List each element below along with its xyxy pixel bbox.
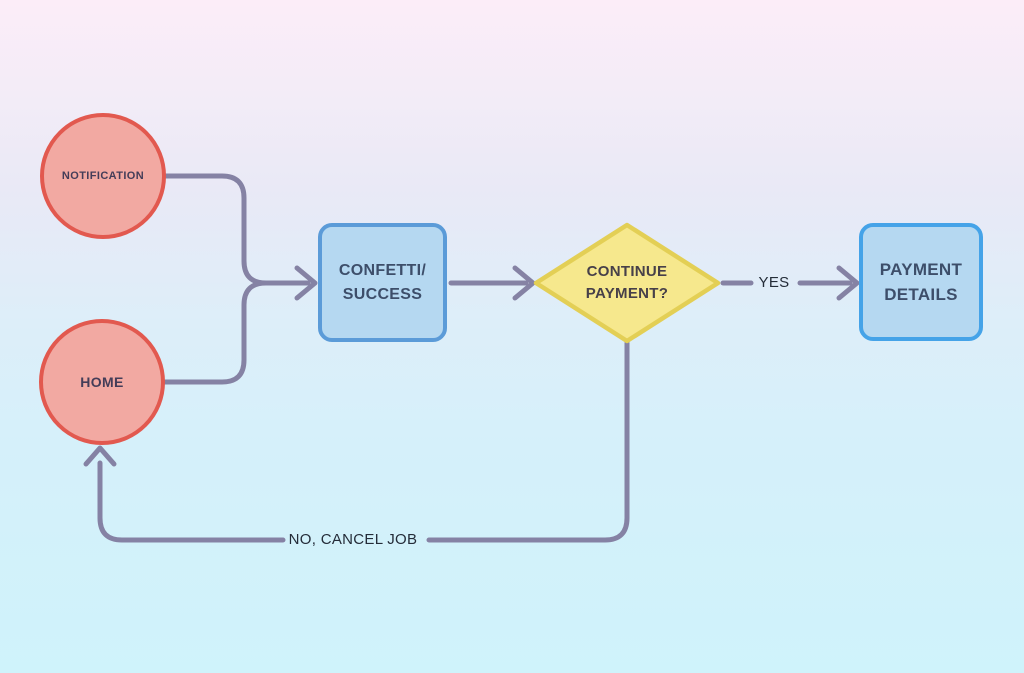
- edge-no-segment-right: [426, 340, 630, 543]
- node-home: HOME: [39, 319, 165, 445]
- arrowhead-into-confetti: [294, 265, 318, 301]
- node-confetti-success-label: CONFETTI/ SUCCESS: [338, 261, 427, 303]
- node-payment-details-label: PAYMENT DETAILS: [879, 260, 963, 304]
- node-confetti-success: CONFETTI/ SUCCESS: [318, 223, 447, 342]
- edge-label-no-cancel-job: NO, CANCEL JOB: [288, 531, 418, 548]
- edge-label-yes: YES: [758, 274, 790, 291]
- edge-no-segment-left: [97, 460, 286, 543]
- decision-node-shape: [533, 222, 721, 344]
- edge-notification-to-confetti: [161, 173, 269, 286]
- arrowhead-into-home: [83, 445, 117, 467]
- edge-home-to-confetti: [161, 280, 269, 385]
- node-continue-payment-label: CONTINUE PAYMENT?: [585, 263, 669, 302]
- node-home-label: HOME: [80, 374, 124, 390]
- node-notification-label: NOTIFICATION: [61, 170, 145, 182]
- node-notification: NOTIFICATION: [40, 113, 166, 239]
- arrowhead-into-payment: [836, 265, 860, 301]
- node-payment-details: PAYMENT DETAILS: [859, 223, 983, 341]
- arrowhead-into-decision: [512, 265, 536, 301]
